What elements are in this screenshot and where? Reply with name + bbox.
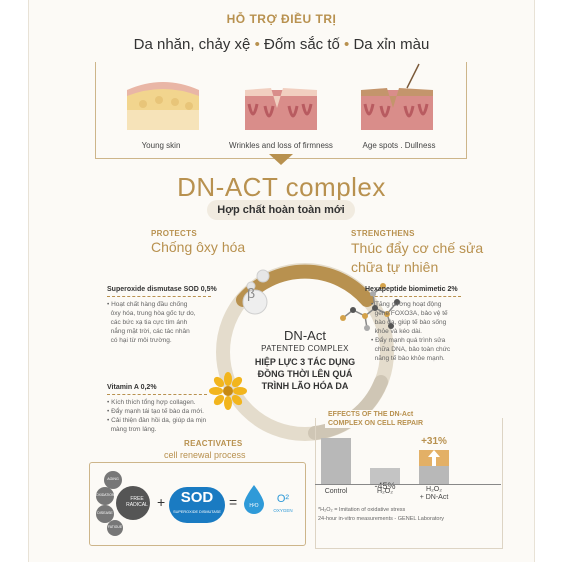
h2o-label: H²O — [249, 503, 259, 509]
satellite-disease: DISEASE — [97, 511, 113, 515]
center-claim-line1: HIỆP LỰC 3 TÁC DỤNG — [254, 357, 356, 367]
reactivates-sub: cell renewal process — [164, 450, 246, 460]
effects-title-line2: COMPLEX ON CELL REPAIR — [328, 420, 424, 427]
caption-age-spots: Age spots . Dullness — [362, 141, 436, 150]
sod-bullet-5: có hại từ môi trường. — [110, 337, 172, 344]
protects-vn: Chống ôxy hóa — [151, 239, 246, 255]
down-triangle-icon — [269, 154, 293, 165]
hexa-bullet-2: gene FOXO3A, bảo vệ tế — [374, 310, 448, 317]
effects-title: EFFECTS OF THE DN-Act COMPLEX ON CELL RE… — [325, 410, 427, 428]
molecule-bubbles — [242, 269, 270, 315]
young-skin-illustration — [127, 82, 199, 130]
sod-bullet-3: các bức xạ tia cực tím ánh — [110, 319, 188, 326]
satellite-aging: AGING — [107, 477, 119, 481]
strengthens-vn-line2: chữa tự nhiên — [351, 259, 439, 275]
bar-h2o2-label: -45% — [374, 481, 396, 491]
vitamin-bullets: • Kích thích tổng hợp collagen. • Đẩy mạ… — [107, 398, 206, 434]
caption-wrinkles: Wrinkles and loss of firmness — [229, 141, 333, 150]
subtitle-part-3: Da xỉn màu — [353, 36, 430, 53]
strengthens-label: STRENGTHENS — [351, 229, 415, 238]
vitamin-heading: Vitamin A 0,2% — [107, 384, 157, 391]
sod-bullet-2: ôxy hóa, trung hòa gốc tự do, — [110, 310, 196, 317]
water-drop-icon — [244, 485, 264, 514]
hexapeptide-bullets: • Tăng cường hoạt động gene FOXO3A, bảo … — [371, 300, 450, 363]
vitamin-bullet-2: • Đẩy mạnh tái tạo tế bào da mới. — [107, 408, 204, 415]
hexa-bullet-5: • Đẩy mạnh quá trình sửa — [371, 337, 446, 344]
satellite-fatigue: FATIGUE — [107, 525, 123, 529]
sod-heading: Superoxide dismutase SOD 0,5% — [107, 286, 217, 293]
free-radical-cluster — [96, 471, 150, 536]
age-spot-skin-illustration — [361, 63, 433, 130]
sod-bullet-4: nắng mặt trời, các tác nhân — [110, 328, 190, 335]
hexa-bullet-6: chữa DNA, bảo toàn chức — [374, 346, 451, 353]
vitamin-bullet-4: màng trơn láng. — [110, 426, 157, 433]
sod-bullets: • Hoạt chất hàng đầu chống ôxy hóa, trun… — [107, 300, 196, 345]
sod-equation-box — [89, 462, 306, 546]
plus-sign: + — [157, 494, 166, 510]
subtitle-separator-2: • — [344, 36, 350, 53]
wrinkle-skin-illustration — [245, 88, 317, 130]
satellite-oxidation: OXIDATION — [96, 493, 115, 497]
cap-h2o2-dn-act-line1: H₂O₂ — [426, 486, 442, 493]
effects-footnote-1: *H₂O₂ = Imitation of oxidative stress — [318, 507, 406, 513]
reactivates-label: REACTIVATES — [184, 439, 243, 448]
center-name: DN-Act — [284, 328, 326, 343]
cap-h2o2: H₂O₂ — [377, 488, 393, 495]
free-radical-label: FREE RADICAL — [126, 496, 148, 508]
vitamin-bullet-1: • Kích thích tổng hợp collagen. — [107, 399, 196, 406]
hexa-bullet-7: năng tế bào khỏe mạnh. — [374, 355, 445, 362]
chart-baseline — [315, 484, 501, 485]
header-title: HỖ TRỢ ĐIỀU TRỊ — [226, 12, 337, 26]
beta-symbol: β — [247, 285, 256, 301]
center-claim: HIỆP LỰC 3 TÁC DỤNG ĐỒNG THỜI LÊN QUÁ TR… — [205, 356, 405, 392]
equals-sign: = — [229, 494, 238, 510]
header-subtitle: Da nhăn, chảy xệ • Đốm sắc tố • Da xỉn m… — [29, 36, 534, 53]
product-tagline: Hợp chất hoàn toàn mới — [207, 200, 355, 220]
subtitle-separator-1: • — [254, 36, 260, 53]
sod-bullet-1: • Hoạt chất hàng đầu chống — [107, 301, 188, 308]
hexapeptide-divider — [365, 296, 461, 297]
hexa-bullet-4: khỏe và kéo dài. — [374, 328, 422, 335]
hexapeptide-molecule — [340, 283, 400, 331]
flower-icon — [209, 372, 247, 410]
subtitle-part-2: Đốm sắc tố — [264, 36, 340, 53]
up-arrow-icon — [428, 450, 440, 466]
caption-young-skin: Young skin — [141, 141, 181, 150]
hexa-bullet-3: bào da, giúp tế bào sống — [374, 319, 447, 326]
bar-h2o2 — [370, 468, 400, 484]
hexapeptide-heading: Hexapeptide biomimetic 2% — [365, 286, 458, 293]
hexa-bullet-1: • Tăng cường hoạt động — [371, 301, 442, 308]
center-patented: PATENTED COMPLEX — [261, 344, 349, 353]
bar-h2o2-dn-act-base — [419, 466, 449, 484]
subtitle-part-1: Da nhăn, chảy xệ — [133, 36, 251, 53]
effects-panel — [315, 418, 503, 549]
sod-badge-title: SOD — [180, 489, 214, 506]
sod-badge: SOD SUPEROXIDE DISMUTASE — [169, 487, 225, 523]
cap-h2o2-dn-act: H₂O₂ + DN-Act — [409, 486, 459, 502]
strengthens-vn-line1: Thúc đẩy cơ chế sửa — [351, 240, 484, 256]
center-claim-line2: ĐỒNG THỜI LÊN QUÁ — [257, 369, 353, 379]
o2-label: O² — [276, 493, 290, 505]
bar-control — [321, 438, 351, 484]
brochure: HỖ TRỢ ĐIỀU TRỊ Da nhăn, chảy xệ • Đốm s… — [28, 0, 535, 562]
product-title: DN-ACT complex — [177, 172, 386, 202]
protects-label: PROTECTS — [151, 229, 197, 238]
effects-footnote-2: 24-hour in-vitro measurements - GENEL La… — [318, 516, 445, 522]
center-claim-line3: TRÌNH LÃO HÓA DA — [261, 381, 349, 391]
cap-control: Control — [324, 488, 348, 495]
vitamin-bullet-3: • Cải thiện đàn hồi da, giúp da mịn — [107, 417, 207, 424]
cap-h2o2-dn-act-line2: + DN-Act — [419, 494, 449, 501]
sod-divider — [107, 296, 211, 297]
vitamin-divider — [107, 394, 207, 395]
oxygen-label: OXYGEN — [273, 508, 293, 513]
effects-title-line1: EFFECTS OF THE DN-Act — [328, 411, 414, 418]
sod-badge-sub: SUPEROXIDE DISMUTASE — [173, 510, 221, 514]
gain-label: +31% — [421, 436, 447, 447]
